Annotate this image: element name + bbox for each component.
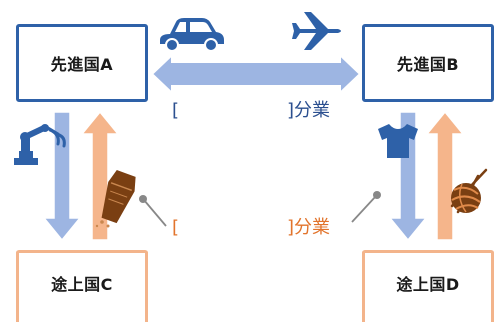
country-label-c: 途上国C [51,274,113,294]
country-box-developing-d: 途上国D [362,250,494,322]
robot-arm-icon [14,124,66,165]
horizontal-bracket-open: [ [172,100,180,121]
coffin-icon [95,170,136,228]
vertical-bracket-open: [ [172,217,180,238]
airplane-icon [292,12,341,50]
country-box-developing-c: 途上国C [16,250,148,322]
vertical-division-label: ]分業 [287,217,331,238]
pushpin-right [351,191,381,223]
left-up-arrow [80,110,120,241]
country-label-a: 先進国A [50,55,114,74]
country-label-d: 途上国D [396,274,460,294]
horizontal-division-label: ]分業 [287,100,331,121]
tshirt-icon [378,124,418,158]
horizontal-double-arrow [150,52,362,96]
country-box-developed-b: 先進国B [362,24,494,102]
left-down-arrow [42,111,82,242]
country-label-b: 先進国B [396,55,460,74]
pushpin-left [139,195,167,227]
car-icon [160,18,224,52]
right-up-arrow [425,110,465,241]
yarn-ball-icon [450,168,488,214]
country-box-developed-a: 先進国A [16,24,148,102]
